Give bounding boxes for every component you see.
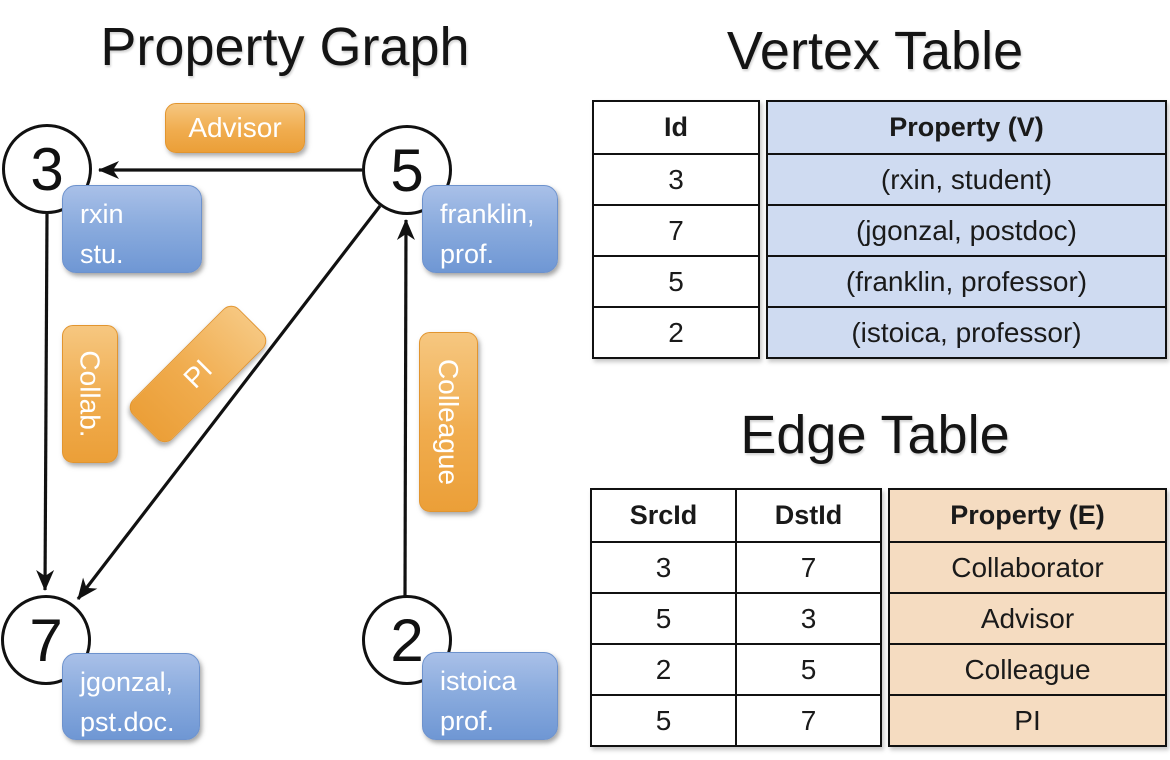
table-row: (istoica, professor) [766,306,1167,359]
table-row: (franklin, professor) [766,255,1167,308]
table-row: 5 [592,255,760,308]
vertex-id-cell: 2 [592,306,760,359]
vertex-property-box-rxin: rxin stu. [62,185,202,273]
edge-src-dst-columns-table: SrcId DstId 3 7 5 3 2 5 5 7 [590,488,882,747]
table-header-row: SrcId DstId [590,488,882,543]
vertex-id-header: Id [592,100,760,155]
table-row: Advisor [888,592,1167,645]
edge-property-cell: PI [888,694,1167,747]
vertex-table-title: Vertex Table [726,21,1024,81]
node-id: 3 [30,135,64,203]
vertex-property-box-franklin: franklin, prof. [422,185,558,273]
vertex-property-box-jgonzal: jgonzal, pst.doc. [62,653,200,740]
table-header-row: Id [592,100,760,155]
vertex-id-cell: 3 [592,153,760,206]
edge-srcid-cell: 2 [590,643,737,696]
vertex-table: Id 3 7 5 2 Property (V) (rxin, student) … [592,100,1167,359]
table-row: 5 3 [590,592,882,645]
edge-label-text: Advisor [188,112,282,143]
edge-arrow-3-to-7 [36,213,55,591]
property-graph-title: Property Graph [100,17,470,77]
vertex-property-line: istoica [440,666,517,696]
table-row: Collaborator [888,541,1167,594]
edge-label-text: Collab. [75,350,107,438]
edge-dstid-cell: 7 [735,694,882,747]
table-row: 3 7 [590,541,882,594]
vertex-property-cell: (istoica, professor) [766,306,1167,359]
edge-srcid-cell: 5 [590,694,737,747]
node-id: 2 [390,606,424,674]
node-id: 7 [29,606,63,674]
edge-label-collab: Collab. [62,325,118,463]
edge-table: SrcId DstId 3 7 5 3 2 5 5 7 Property (E)… [590,488,1167,747]
edge-property-column-table: Property (E) Collaborator Advisor Collea… [888,488,1167,747]
table-row: (jgonzal, postdoc) [766,204,1167,257]
edge-property-cell: Colleague [888,643,1167,696]
table-row: 5 7 [590,694,882,747]
vertex-property-line: stu. [80,239,124,269]
edge-arrow-5-to-7 [76,205,382,600]
vertex-property-line: prof. [440,706,495,736]
edge-srcid-cell: 3 [590,541,737,594]
table-row: Colleague [888,643,1167,696]
vertex-id-column-table: Id 3 7 5 2 [592,100,760,359]
table-row: PI [888,694,1167,747]
table-row: 2 [592,306,760,359]
edge-srcid-cell: 5 [590,592,737,645]
edge-dstid-cell: 5 [735,643,882,696]
graph-node-3: 3 [2,124,92,214]
vertex-property-column-table: Property (V) (rxin, student) (jgonzal, p… [766,100,1167,359]
vertex-property-header: Property (V) [766,100,1167,155]
edge-label-text: Colleague [433,358,465,486]
vertex-property-box-istoica: istoica prof. [422,652,558,740]
edge-label-colleague: Colleague [419,332,478,512]
vertex-property-line: pst.doc. [80,707,175,737]
table-row: 2 5 [590,643,882,696]
table-header-row: Property (V) [766,100,1167,155]
table-header-row: Property (E) [888,488,1167,543]
vertex-property-cell: (franklin, professor) [766,255,1167,308]
vertex-id-cell: 7 [592,204,760,257]
edge-table-title: Edge Table [740,405,1010,465]
edge-property-header: Property (E) [888,488,1167,543]
table-row: 3 [592,153,760,206]
vertex-property-cell: (rxin, student) [766,153,1167,206]
edge-label-advisor: Advisor [165,103,305,153]
edge-srcid-header: SrcId [590,488,737,543]
edge-arrow-2-to-5 [396,219,415,597]
table-row: (rxin, student) [766,153,1167,206]
edge-property-cell: Collaborator [888,541,1167,594]
vertex-id-cell: 5 [592,255,760,308]
table-row: 7 [592,204,760,257]
vertex-property-line: jgonzal, [80,667,174,697]
node-id: 5 [390,136,424,204]
edge-dstid-cell: 7 [735,541,882,594]
vertex-property-line: prof. [440,239,495,269]
edge-label-text: PI [177,353,218,394]
edge-property-cell: Advisor [888,592,1167,645]
edge-dstid-cell: 3 [735,592,882,645]
vertex-property-line: franklin, [440,199,535,229]
vertex-property-cell: (jgonzal, postdoc) [766,204,1167,257]
vertex-property-line: rxin [80,199,124,229]
edge-dstid-header: DstId [735,488,882,543]
